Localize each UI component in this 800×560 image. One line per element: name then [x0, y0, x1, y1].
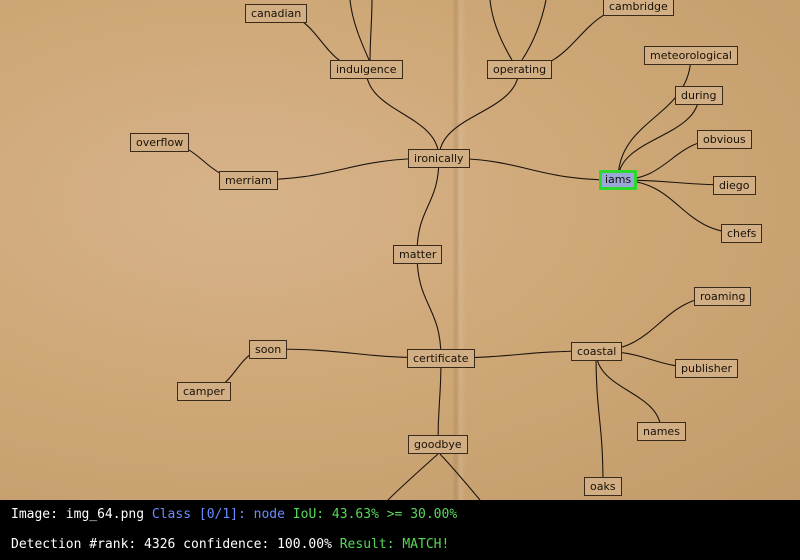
node-certificate[interactable]: certificate: [407, 349, 475, 368]
node-overflow[interactable]: overflow: [130, 133, 190, 152]
edge-coastal-oaks: [595, 350, 604, 487]
edge-ironically-matter: [416, 157, 440, 255]
edge-offscreen-2: [349, 0, 371, 63]
detection-text: Detection #rank: 4326 confidence: 100.00…: [11, 537, 332, 552]
node-during[interactable]: during: [675, 86, 723, 105]
edge-indulgence-ironically: [365, 68, 440, 159]
node-canadian[interactable]: canadian: [245, 4, 308, 23]
node-operating[interactable]: operating: [487, 60, 553, 79]
node-roaming[interactable]: roaming: [694, 287, 752, 306]
image-label: Image:: [11, 507, 66, 522]
node-meteorological[interactable]: meteorological: [644, 46, 738, 65]
result-text: Result: MATCH!: [339, 537, 450, 552]
node-oaks[interactable]: oaks: [584, 477, 622, 496]
edge-iams-during: [617, 94, 700, 181]
edge-offscreen-3: [489, 0, 513, 61]
mindmap-canvas[interactable]: canadian cambridge indulgence operating mete…: [0, 0, 800, 500]
node-publisher[interactable]: publisher: [675, 359, 739, 378]
edge-offscreen-4: [521, 0, 547, 61]
node-ironically[interactable]: ironically: [408, 149, 470, 168]
node-chefs[interactable]: chefs: [721, 224, 763, 243]
node-names[interactable]: names: [637, 422, 686, 441]
node-soon[interactable]: soon: [249, 340, 288, 359]
class-text: Class [0/1]: node: [151, 507, 285, 522]
node-camper[interactable]: camper: [177, 382, 231, 401]
node-coastal[interactable]: coastal: [571, 342, 623, 361]
edge-coastal-names: [595, 350, 662, 432]
edge-certificate-goodbye: [437, 357, 442, 445]
edge-offscreen-1: [369, 0, 373, 63]
node-merriam[interactable]: merriam: [219, 171, 278, 190]
edge-offscreen-5: [387, 453, 439, 500]
iou-text: IoU: 43.63% >= 30.00%: [292, 507, 458, 522]
node-matter[interactable]: matter: [393, 245, 443, 264]
detection-status-bar: Image: img_64.png Class [0/1]: node IoU:…: [0, 500, 800, 560]
node-cambridge[interactable]: cambridge: [603, 0, 674, 16]
node-diego[interactable]: diego: [713, 176, 756, 195]
node-iams[interactable]: iams: [599, 170, 638, 190]
status-line-1: Image: img_64.png Class [0/1]: node IoU:…: [11, 507, 457, 522]
node-obvious[interactable]: obvious: [697, 130, 752, 149]
edge-matter-certificate: [416, 253, 442, 359]
status-line-2: Detection #rank: 4326 confidence: 100.00…: [11, 537, 449, 552]
edge-offscreen-6: [439, 453, 481, 500]
edge-operating-ironically: [438, 68, 520, 159]
node-goodbye[interactable]: goodbye: [408, 435, 468, 454]
image-name: img_64.png: [65, 507, 145, 522]
edge-iams-meteorological: [617, 54, 692, 181]
node-indulgence[interactable]: indulgence: [330, 60, 403, 79]
